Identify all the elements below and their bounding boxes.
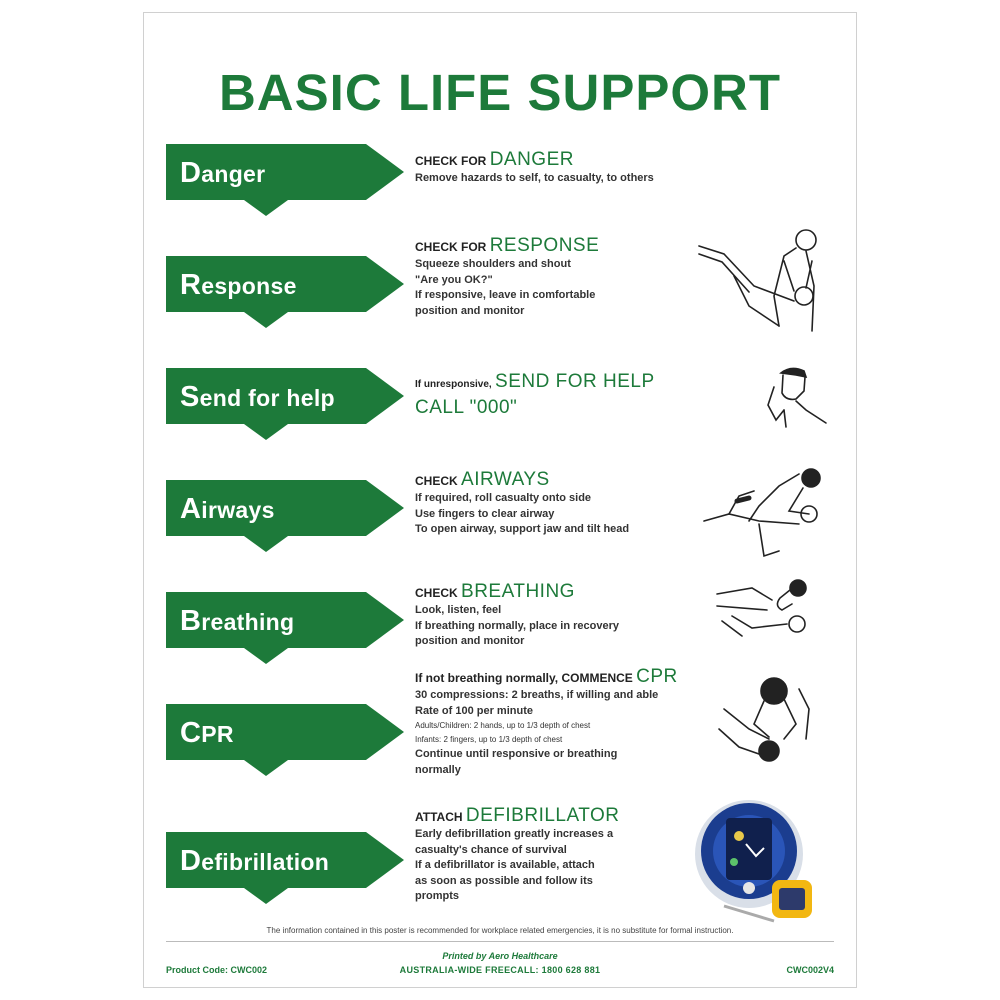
phone-call-illustration [767,367,827,428]
step-heading: CHECK BREATHING [415,581,575,602]
step-content: ATTACH DEFIBRILLATOR Early defibrillatio… [415,806,715,905]
airways-illustration [703,468,821,558]
step-content: CHECK FOR DANGER Remove hazards to self,… [415,150,715,187]
step-line: If required, roll casualty onto side [415,492,592,504]
step-content: CHECK FOR RESPONSE Squeeze shoulders and… [415,236,715,319]
step-line: Squeeze shoulders and shout [415,258,571,270]
step-line: as soon as possible and follow its [415,874,593,887]
printed-by: Printed by Aero Healthcare [442,951,558,961]
footer-divider [166,941,834,942]
step-line: To open airway, support jaw and tilt hea… [415,523,630,535]
step-arrow: Send for help [166,368,404,440]
step-line: If breathing normally, place in recovery [415,619,619,632]
version-code: CWC002V4 [786,965,834,975]
step-heading: If unresponsive, SEND FOR HELP [415,371,655,392]
step-arrow: Breathing [166,592,404,664]
step-line: prompts [415,890,459,902]
step-content: If not breathing normally, COMMENCE CPR … [415,667,715,778]
step-arrow: Defibrillation [166,832,404,904]
step-content: CHECK BREATHING Look, listen, feel If br… [415,582,715,650]
step-arrow: CPR [166,704,404,776]
step-heading: CHECK AIRWAYS [415,469,550,490]
step-label: Breathing [180,605,295,637]
step-line: "Are you OK?" [415,273,493,286]
step-arrow: Airways [166,480,404,552]
step-label: Airways [180,493,275,525]
step-label: Defibrillation [180,845,330,877]
step-arrow: Response [166,256,404,328]
step-small-line: Adults/Children: 2 hands, up to 1/3 dept… [415,721,591,730]
step-line: Continue until responsive or breathing [415,748,618,760]
step-content: If unresponsive, SEND FOR HELP CALL "000… [415,372,715,419]
step-small-line: Infants: 2 fingers, up to 1/3 depth of c… [415,735,563,744]
defibrillator-illustration [695,800,812,923]
step-heading: ATTACH DEFIBRILLATOR [415,805,620,826]
step-line: position and monitor [415,304,525,317]
step-line: 30 compressions: 2 breaths, if willing a… [415,689,659,701]
breathing-illustration [716,579,807,637]
step-line: Rate of 100 per minute [415,704,533,717]
step-line: Remove hazards to self, to casualty, to … [415,172,654,184]
step-line: normally [415,763,461,776]
step-content: CHECK AIRWAYS If required, roll casualty… [415,470,715,538]
step-line: If responsive, leave in comfortable [415,289,596,301]
step-line: If a defibrillator is available, attach [415,859,595,871]
step-line: Look, listen, feel [415,604,502,616]
step-heading: If not breathing normally, COMMENCE CPR [415,666,678,687]
step-heading: CHECK FOR DANGER [415,149,574,170]
cpr-illustration [718,677,810,762]
emergency-call-number: CALL "000" [415,397,518,418]
step-line: Early defibrillation greatly increases a [415,828,614,840]
step-line: position and monitor [415,635,525,647]
step-line: Use fingers to clear airway [415,507,555,520]
poster-title: BASIC LIFE SUPPORT [218,64,782,121]
step-label: CPR [180,717,234,749]
step-label: Danger [180,157,266,189]
step-label: Send for help [180,381,335,413]
step-label: Response [180,269,297,301]
step-arrow: Danger [166,144,404,216]
step-heading: CHECK FOR RESPONSE [415,235,600,256]
poster: BASIC LIFE SUPPORT Danger CHECK FOR DANG… [143,12,857,988]
response-illustration [698,229,817,332]
step-line: casualty's chance of survival [415,843,567,856]
disclaimer-text: The information contained in this poster… [266,926,734,935]
product-code: Product Code: CWC002 [166,965,268,975]
freecall-number: AUSTRALIA-WIDE FREECALL: 1800 628 881 [399,965,601,975]
